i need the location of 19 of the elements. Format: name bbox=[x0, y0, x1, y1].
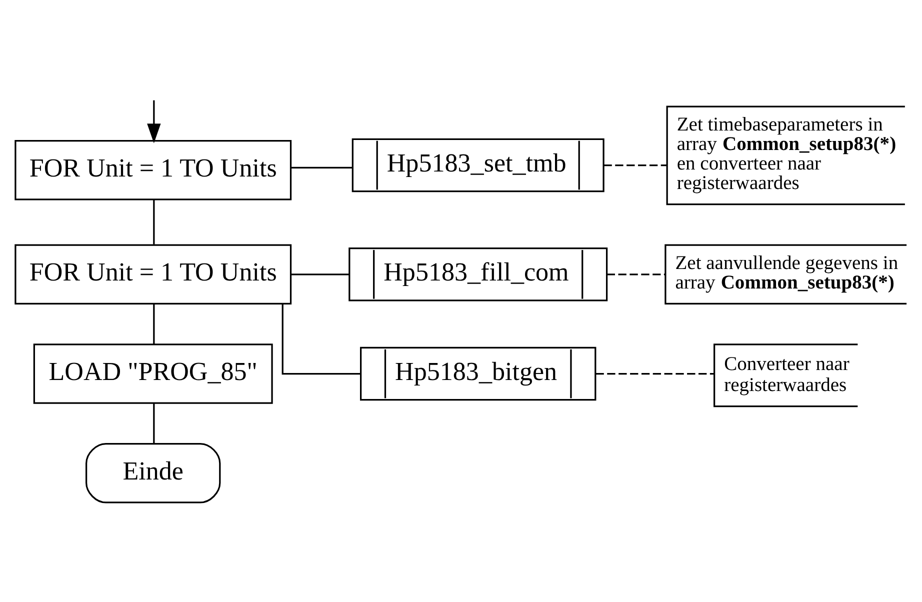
node-box: FOR Unit = 1 TO Units bbox=[14, 140, 292, 200]
node-box: LOAD "PROG_85" bbox=[33, 344, 273, 404]
node-text: Zet aanvullende gegevens in array Common_setup83(*) bbox=[675, 252, 898, 294]
connector bbox=[596, 372, 714, 375]
node-text: Converteer naar registerwaardes bbox=[724, 354, 850, 396]
node-box: FOR Unit = 1 TO Units bbox=[14, 244, 292, 305]
connector bbox=[290, 166, 352, 169]
connector bbox=[290, 274, 350, 276]
node-box: Hp5183_set_tmb bbox=[352, 138, 604, 192]
node-box: Hp5183_bitgen bbox=[360, 346, 596, 401]
connector bbox=[282, 304, 360, 375]
node-box: Einde bbox=[86, 443, 221, 504]
connector bbox=[153, 304, 155, 344]
connector bbox=[604, 164, 667, 166]
connector bbox=[153, 200, 155, 244]
arrow bbox=[147, 100, 161, 144]
connector bbox=[153, 404, 155, 444]
node-text: Zet timebaseparameters in array Common_setup83(*) en converteer naar registerwaardes bbox=[676, 114, 896, 194]
connector bbox=[606, 274, 666, 276]
